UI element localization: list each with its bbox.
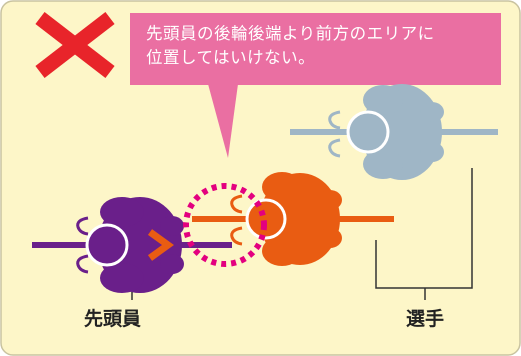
cross-mark-icon <box>35 12 115 78</box>
active-rider <box>192 172 394 266</box>
callout-text: 先頭員の後輪後端より前方のエリアに 位置してはいけない。 <box>146 24 435 67</box>
player-label: 選手 <box>406 308 445 330</box>
overlap-highlight-ring <box>183 183 267 267</box>
callout-bubble <box>130 13 501 158</box>
leader-label: 先頭員 <box>84 308 142 330</box>
leader-lines <box>131 168 473 300</box>
leader-rider <box>32 197 232 293</box>
rear-rider <box>290 84 498 180</box>
direction-arrow-icon <box>147 229 174 261</box>
